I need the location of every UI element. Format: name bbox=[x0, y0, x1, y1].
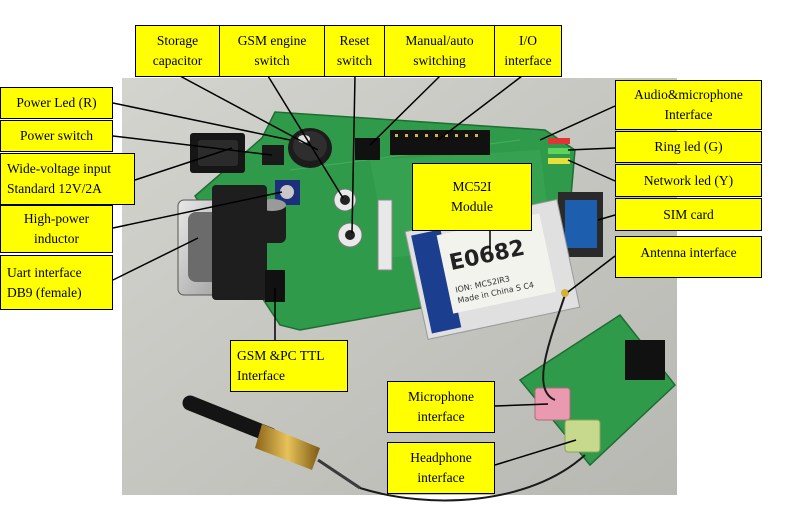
leader-lines bbox=[112, 75, 616, 466]
audio-board bbox=[518, 313, 677, 467]
power-led-label: Power Led (R) bbox=[0, 87, 113, 119]
sim-card-label: SIM card bbox=[615, 198, 762, 231]
ttl-jumpers bbox=[265, 270, 285, 302]
fpc-connector bbox=[377, 199, 393, 271]
storage-capacitor-part bbox=[288, 128, 332, 168]
status-leds bbox=[548, 138, 570, 164]
ring-led-label: Ring led (G) bbox=[615, 131, 762, 163]
antenna-interface-label: Antenna interface bbox=[615, 236, 762, 278]
power-switch-part bbox=[262, 145, 284, 165]
db9-connector bbox=[177, 185, 267, 300]
headphone-jack bbox=[564, 419, 601, 453]
network-led-label: Network led (Y) bbox=[615, 164, 762, 197]
mc52i-module-part: E0682 ION: MC52IR3 Made in China S C4 bbox=[404, 198, 581, 340]
power-switch-label: Power switch bbox=[0, 120, 113, 152]
antenna-part bbox=[182, 289, 586, 502]
io-pin-header bbox=[355, 130, 490, 160]
